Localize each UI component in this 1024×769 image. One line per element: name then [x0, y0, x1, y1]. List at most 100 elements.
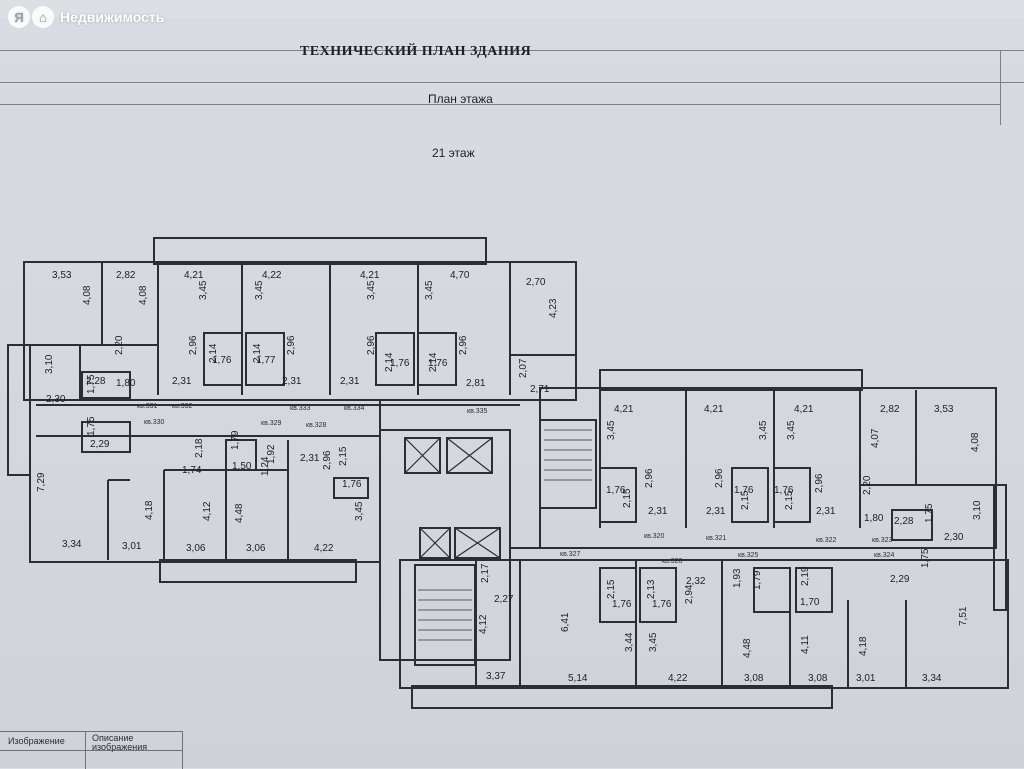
room-dimension: 1,79 — [752, 570, 763, 590]
room-dimension: 3,53 — [934, 404, 954, 415]
house-icon: ⌂ — [32, 6, 54, 28]
room-dimension: 1,79 — [230, 430, 241, 450]
apartment-label: кв.322 — [816, 537, 837, 544]
lift-crosses — [404, 437, 501, 559]
room-dimension: 4,07 — [870, 428, 881, 448]
room-dimension: 2,32 — [686, 576, 706, 587]
room-dimension: 3,53 — [52, 270, 72, 281]
room-dimension: 2,96 — [714, 468, 725, 488]
room-dimension: 2,18 — [194, 438, 205, 458]
stairs — [414, 564, 476, 666]
room-dimension: 3,45 — [786, 420, 797, 440]
room-dimension: 1,70 — [800, 597, 820, 608]
room-dimension: 4,21 — [184, 270, 204, 281]
room-dimension: 4,11 — [800, 635, 811, 654]
balcony — [153, 237, 487, 265]
room-dimension: 1,76 — [428, 358, 448, 369]
room-dimension: 3,01 — [856, 673, 876, 684]
room-dimension: 4,08 — [138, 285, 149, 305]
room-dimension: 1,76 — [606, 485, 626, 496]
room-dimension: 2,31 — [648, 506, 668, 517]
plan-subtitle: План этажа — [428, 92, 493, 106]
room-dimension: 2,29 — [90, 439, 110, 450]
room-dimension: 4,21 — [360, 270, 380, 281]
room-dimension: 4,22 — [314, 543, 334, 554]
apartment-label: кв.326 — [662, 558, 683, 565]
header-table — [0, 18, 1024, 125]
room-dimension: 2,14 — [208, 343, 219, 363]
room-dimension: 3,10 — [972, 500, 983, 520]
document-title: ТЕХНИЧЕСКИЙ ПЛАН ЗДАНИЯ — [300, 44, 532, 59]
room-dimension: 3,45 — [366, 280, 377, 300]
room-dimension: 3,34 — [62, 539, 82, 550]
room-dimension: 4,21 — [704, 404, 724, 415]
apartment-label: кв.328 — [306, 422, 327, 429]
room-dimension: 4,12 — [478, 614, 489, 634]
room-dimension: 4,70 — [450, 270, 470, 281]
room-dimension: 2,15 — [622, 488, 633, 508]
room-dimension: 2,20 — [862, 475, 873, 495]
stair-treads — [418, 429, 592, 641]
room-dimension: 4,22 — [262, 270, 282, 281]
room-dimension: 4,08 — [82, 285, 93, 305]
room-dimension: 3,45 — [648, 632, 659, 652]
lift — [419, 527, 451, 559]
room-dimension: 1,24 — [260, 456, 271, 476]
room-dimension: 2,94 — [684, 584, 695, 604]
room-dimension: 2,96 — [814, 473, 825, 493]
room-dimension: 4,12 — [202, 501, 213, 521]
watermark: Я ⌂ Недвижимость — [8, 6, 164, 28]
room-dimension: 2,31 — [816, 506, 836, 517]
room-dimension: 1,75 — [86, 416, 97, 436]
room-dimension: 3,45 — [758, 420, 769, 440]
room-dimension: 3,01 — [122, 541, 142, 552]
balcony — [159, 559, 357, 583]
room-dimension: 2,70 — [526, 277, 546, 288]
room-dimension: 2,15 — [606, 579, 617, 599]
room-dimension: 2,28 — [894, 516, 914, 527]
room-dimension: 1,76 — [774, 485, 794, 496]
room-dimension: 6,41 — [560, 612, 571, 632]
header-divider — [0, 50, 1024, 51]
room-dimension: 2,96 — [644, 468, 655, 488]
balcony — [411, 685, 833, 709]
room-dimension: 1,75 — [920, 548, 931, 568]
room-dimension: 1,76 — [652, 599, 672, 610]
stamp-table: Изображение Описание изображения — [0, 731, 183, 769]
apartment-label: кв.335 — [467, 408, 488, 415]
apartment-label: кв.323 — [872, 537, 893, 544]
apartment-label: кв.329 — [261, 420, 282, 427]
room-dimension: 1,76 — [212, 355, 232, 366]
room-dimension: 4,48 — [234, 503, 245, 523]
room-dimension: 3,44 — [624, 632, 635, 652]
room-dimension: 2,15 — [784, 490, 795, 510]
room-dimension: 4,18 — [858, 636, 869, 656]
room-dimension: 1,75 — [924, 503, 935, 523]
stair-lift-core — [379, 429, 511, 661]
room-dimension: 3,08 — [744, 673, 764, 684]
room-dimension: 4,18 — [144, 500, 155, 520]
apartment-label: кв.330 — [144, 419, 165, 426]
plan-sheet — [0, 18, 1024, 768]
room-dimension: 7,29 — [36, 472, 47, 492]
room-dimension: 1,75 — [86, 374, 97, 394]
lift — [454, 527, 501, 559]
room-dimension: 4,48 — [742, 638, 753, 658]
room-dimension: 4,22 — [668, 673, 688, 684]
apartment-label: кв.331 — [137, 403, 158, 410]
room-dimension: 2,14 — [252, 343, 263, 363]
room-dimension: 4,21 — [614, 404, 634, 415]
room-dimension: 2,96 — [366, 335, 377, 355]
room-dimension: 1,76 — [612, 599, 632, 610]
room-dimension: 3,45 — [424, 280, 435, 300]
watermark-text: Недвижимость — [60, 9, 165, 25]
room-dimension: 4,23 — [548, 298, 559, 318]
header-divider — [0, 82, 1024, 83]
room-dimension: 2,15 — [740, 490, 751, 510]
apartment-label: кв.324 — [874, 552, 895, 559]
watermark-logo: Я ⌂ — [8, 6, 54, 28]
header-divider — [1000, 50, 1001, 125]
room-dimension: 1,74 — [182, 465, 202, 476]
room-dimension: 2,71 — [530, 384, 550, 395]
room-dimension: 3,45 — [606, 420, 617, 440]
